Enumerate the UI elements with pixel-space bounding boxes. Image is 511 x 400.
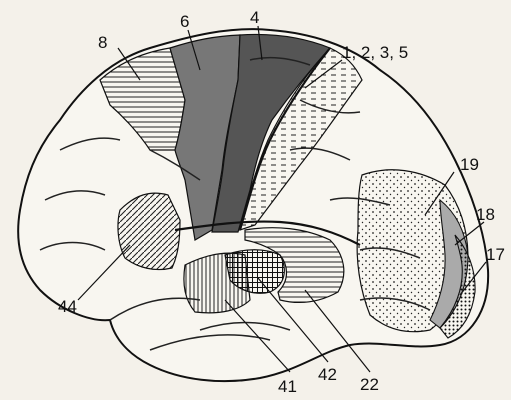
label-area-8: 8 xyxy=(98,33,107,52)
label-area-41: 41 xyxy=(278,377,297,396)
label-area-44: 44 xyxy=(58,297,77,316)
label-area-19: 19 xyxy=(460,155,479,174)
label-area-1-2-3-5: 1, 2, 3, 5 xyxy=(342,43,408,62)
label-area-6: 6 xyxy=(180,12,189,31)
label-area-18: 18 xyxy=(476,205,495,224)
label-area-42: 42 xyxy=(318,365,337,384)
area-44-region xyxy=(118,193,180,269)
label-area-22: 22 xyxy=(360,375,379,394)
label-area-17: 17 xyxy=(486,245,505,264)
label-area-4: 4 xyxy=(250,8,259,27)
